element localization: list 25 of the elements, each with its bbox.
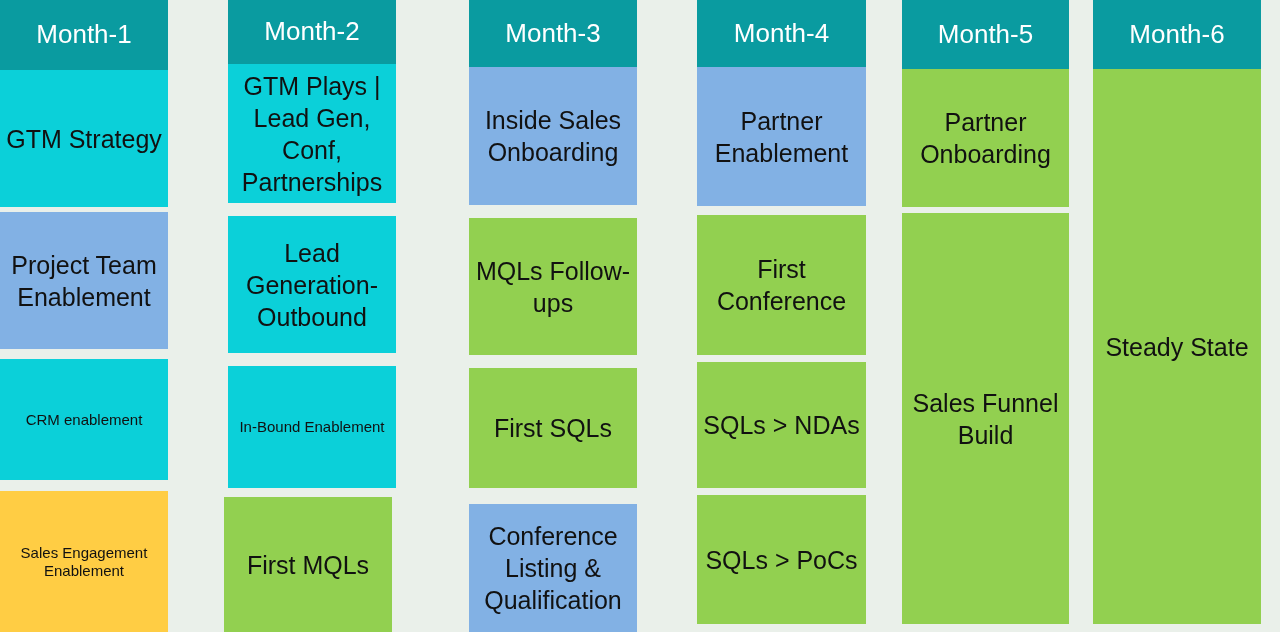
month-header: Month-3 [469,0,637,67]
task-card: Partner Enablement [697,67,866,206]
month-header: Month-2 [228,0,396,64]
task-card: MQLs Follow-ups [469,218,637,355]
task-card: GTM Plays | Lead Gen, Conf, Partnerships [228,64,396,203]
month-header: Month-4 [697,0,866,67]
month-header: Month-1 [0,0,168,70]
task-card: CRM enablement [0,359,168,480]
task-card: In-Bound Enablement [228,366,396,488]
task-card: Conference Listing & Qualification [469,504,637,632]
task-card: Project Team Enablement [0,212,168,349]
task-card: Sales Funnel Build [902,213,1069,624]
task-card: SQLs > PoCs [697,495,866,624]
task-card: GTM Strategy [0,70,168,207]
task-card: SQLs > NDAs [697,362,866,488]
task-card: Inside Sales Onboarding [469,67,637,205]
task-card: Lead Generation-Outbound [228,216,396,353]
task-card: First MQLs [224,497,392,632]
task-card: Steady State [1093,69,1261,624]
task-card: Partner Onboarding [902,69,1069,207]
task-card: First Conference [697,215,866,355]
month-header: Month-5 [902,0,1069,69]
task-card: Sales Engagement Enablement [0,491,168,632]
month-header: Month-6 [1093,0,1261,69]
task-card: First SQLs [469,368,637,488]
